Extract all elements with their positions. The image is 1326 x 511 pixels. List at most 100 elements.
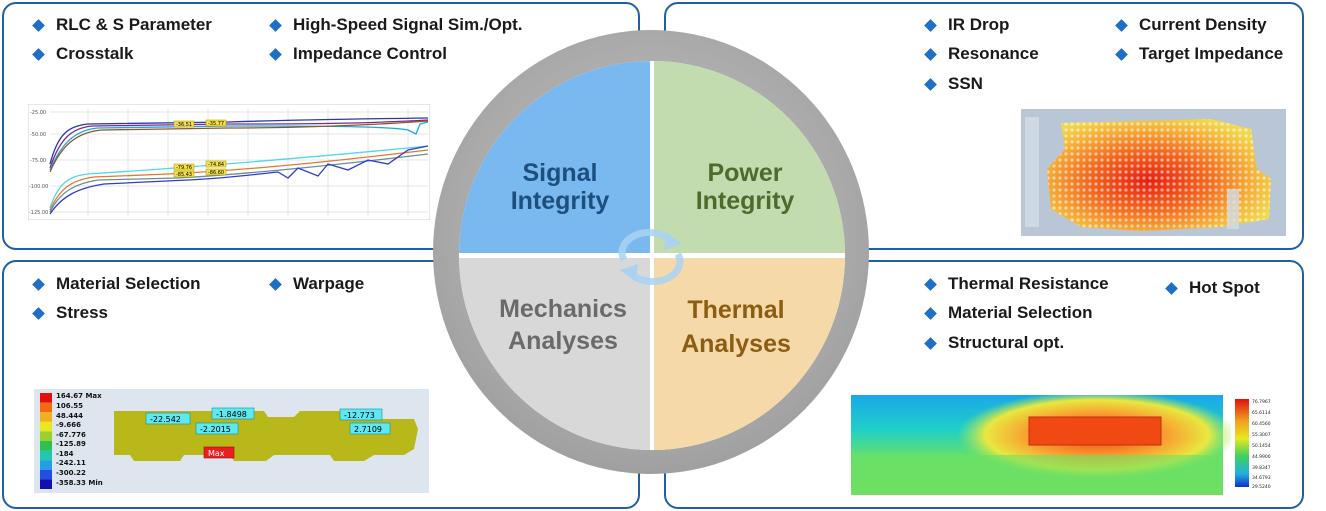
y-tick-label: -75.00 [30,158,46,164]
bullet-resonance: Resonance [924,44,1039,64]
bullet-warpage: Warpage [269,274,364,294]
bullet-high-speed-signal: High-Speed Signal Sim./Opt. [269,15,523,35]
s-parameter-plot: -25.00 -50.00 -75.00 -100.00 -125.00 -36… [28,104,430,220]
diamond-bullet-icon [32,47,45,61]
callout-label: -1.8498 [216,410,247,419]
legend-label: -300.22 [56,469,86,477]
bullet-ir-drop: IR Drop [924,15,1009,35]
bullet-impedance-control: Impedance Control [269,44,447,64]
plot-series-line [49,120,429,173]
legend-label: -358.33 Min [56,479,103,487]
legend-label: 106.55 [56,402,83,410]
diamond-bullet-icon [32,306,45,320]
thermal-analyses-label: Thermal Analyses [681,296,791,358]
plot-series-line [49,117,429,165]
diamond-bullet-icon [1165,281,1178,295]
marker-label: -86.60 [208,170,224,176]
bullet-stress: Stress [32,303,108,323]
callout-label: -2.2015 [200,425,231,434]
y-tick-label: -50.00 [30,132,46,138]
power-integrity-quadrant [654,61,845,253]
diamond-bullet-icon [924,277,937,291]
callout-box [339,408,383,421]
thermal-legend-label: 50.1454 [1252,443,1271,449]
callout-label: -22.542 [150,415,181,424]
legend-label: 164.67 Max [56,392,102,400]
bullet-material-selection: Material Selection [32,274,201,294]
bullet-hot-spot: Hot Spot [1165,278,1260,298]
diamond-bullet-icon [924,77,937,91]
center-quadrants [459,61,845,450]
callout-box [211,407,255,420]
ir-drop-map [1021,109,1286,236]
diamond-bullet-icon [1115,18,1128,32]
marker-label: -36.51 [176,122,192,128]
diamond-bullet-icon [924,306,937,320]
diamond-bullet-icon [1115,47,1128,61]
legend-label: -242.11 [56,459,86,467]
bullet-rlc-s-parameter: RLC & S Parameter [32,15,212,35]
mechanics-analyses-label: Mechanics Analyses [499,295,627,355]
thermal-legend-label: 34.6793 [1252,475,1271,481]
y-tick-label: -125.00 [29,210,48,216]
marker-box [205,168,227,176]
thermal-legend-label: 60.4560 [1252,421,1271,427]
thermal-legend-label: 55.3007 [1252,432,1271,438]
bullet-ssn: SSN [924,74,983,94]
signal-integrity-label: Signal Integrity [510,159,610,215]
plot-series-line [49,121,429,171]
marker-box [173,170,195,178]
signal-integrity-quadrant [459,61,650,253]
thermal-legend-label: 44.9900 [1252,454,1271,460]
thermal-legend-label: 29.5240 [1252,484,1271,490]
callout-label: 2.7109 [354,425,382,434]
diamond-bullet-icon [924,336,937,350]
thermal-legend-label: 76.7967 [1252,399,1271,405]
diamond-bullet-icon [924,18,937,32]
diamond-bullet-icon [269,277,282,291]
bullet-crosstalk: Crosstalk [32,44,133,64]
legend-label: 48.444 [56,412,83,420]
marker-label: -85.43 [176,172,192,178]
marker-label: -74.84 [208,162,224,168]
diamond-bullet-icon [269,47,282,61]
diamond-bullet-icon [32,277,45,291]
bullet-thermal-resistance: Thermal Resistance [924,274,1109,294]
diamond-bullet-icon [269,18,282,32]
callout-box [145,412,191,425]
marker-label: -79.76 [176,165,192,171]
bullet-structural-opt: Structural opt. [924,333,1064,353]
hot-spot-core [1028,416,1162,446]
diamond-bullet-icon [32,18,45,32]
thermal-analyses-quadrant [654,258,845,450]
bullet-current-density: Current Density [1115,15,1267,35]
thermal-legend-label: 65.6114 [1252,410,1271,416]
callout-box [203,446,235,459]
plot-series-line [49,145,429,215]
thermal-legend-bar [1235,399,1249,487]
marker-box [173,163,195,171]
callout-box [349,422,391,435]
callout-label: -12.773 [344,411,375,420]
mechanics-analyses-quadrant [459,258,650,450]
legend-label: -125.89 [56,440,86,448]
thermal-legend-label: 39.8347 [1252,465,1271,471]
y-tick-label: -100.00 [29,184,48,190]
legend-label: -184 [56,450,74,458]
legend-label: -9.666 [56,421,81,429]
power-integrity-label: Power Integrity [695,159,795,215]
stress-legend [40,393,52,489]
stress-simulation: 164.67 Max 106.55 48.444 -9.666 -67.776 … [34,389,429,493]
refresh-cycle-icon [618,229,684,285]
callout-box [195,422,239,435]
bullet-material-selection-thermal: Material Selection [924,303,1093,323]
plot-series-line [49,153,429,213]
bullet-target-impedance: Target Impedance [1115,44,1283,64]
marker-label: -35.77 [208,121,224,127]
marker-box [173,120,195,128]
y-tick-label: -25.00 [30,110,46,116]
legend-label: -67.776 [56,431,86,439]
thermal-simulation: 76.7967 65.6114 60.4560 55.3007 50.1454 … [851,395,1285,495]
plot-series-line [49,119,429,169]
marker-box [205,160,227,168]
